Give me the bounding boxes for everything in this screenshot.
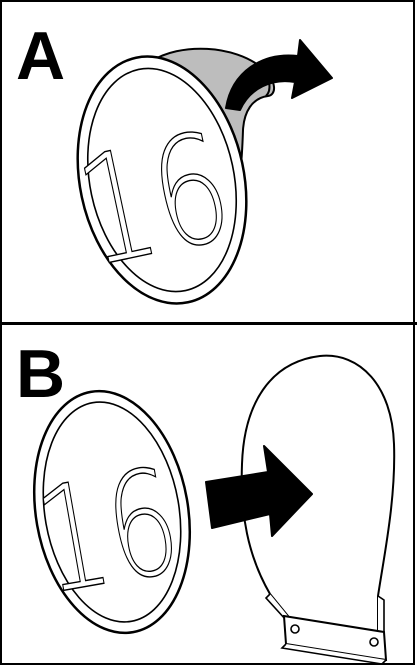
- panel-a: A 16: [0, 0, 417, 324]
- panel-b-label: B: [16, 336, 66, 412]
- sign-a-number: 16: [63, 99, 245, 301]
- sign-b-outer-ring: [32, 389, 192, 635]
- panel-b-drawing: 16: [24, 354, 396, 665]
- panel-a-label: A: [16, 18, 66, 94]
- sign-inner-ring: [86, 67, 238, 293]
- sign-outer-ring: [76, 55, 248, 305]
- panel-divider: [0, 322, 417, 325]
- mounting-bracket: [240, 354, 396, 665]
- sign-b-number: 16: [24, 437, 191, 628]
- sign-b-inner-ring: [42, 401, 182, 623]
- bracket-hole-right: [369, 637, 379, 647]
- straight-arrow-icon: [205, 445, 313, 537]
- panel-b: B 16: [0, 324, 417, 667]
- curved-arrow-icon: [225, 39, 333, 111]
- panel-a-drawing: 16: [63, 39, 333, 305]
- bracket-hole-left: [290, 624, 300, 634]
